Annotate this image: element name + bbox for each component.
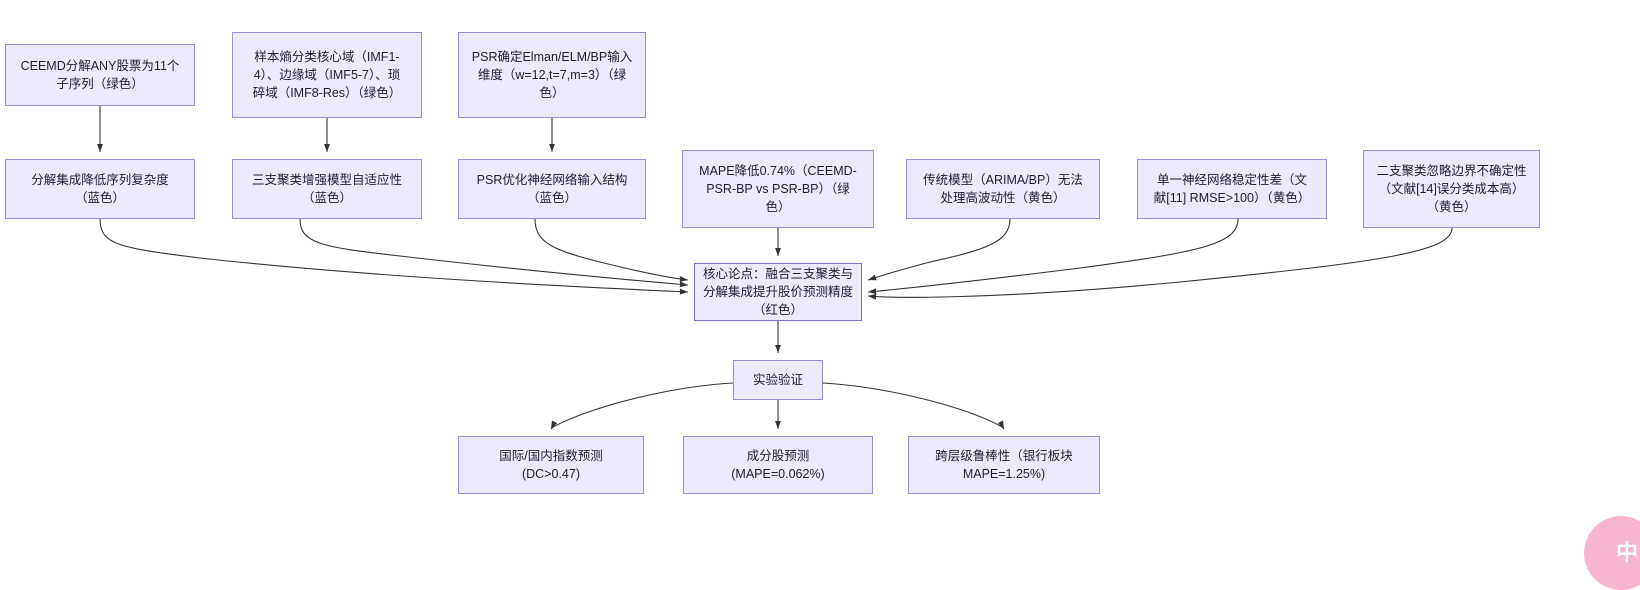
flowchart-edges [97, 106, 1453, 430]
node-label: 样本熵分类核心域（IMF1- 4）、边缘域（IMF5-7）、琐 碎域（IMF8-… [252, 50, 402, 100]
node-label: PSR确定Elman/ELM/BP输入 维度（w=12,t=7,m=3）（绿 色… [471, 50, 633, 100]
node-n4[interactable]: 分解集成降低序列复杂度 （蓝色） [5, 159, 195, 219]
node-label: 二支聚类忽略边界不确定性 （文献[14]误分类成本高） （黄色） [1376, 164, 1527, 214]
node-label: 核心论点：融合三支聚类与 分解集成提升股价预测精度 （红色） [703, 267, 854, 317]
edge-n9-to-n11 [867, 218, 1239, 295]
edge-n5-to-n11 [299, 218, 689, 288]
node-n10[interactable]: 二支聚类忽略边界不确定性 （文献[14]误分类成本高） （黄色） [1363, 150, 1540, 228]
node-label: 国际/国内指数预测 (DC>0.47) [499, 449, 603, 481]
node-label: CEEMD分解ANY股票为11个 子序列（绿色） [20, 59, 180, 91]
node-n5[interactable]: 三支聚类增强模型自适应性 （蓝色） [232, 159, 422, 219]
flowchart-canvas: CEEMD分解ANY股票为11个 子序列（绿色） 样本熵分类核心域（IMF1- 4… [5, 32, 1640, 590]
node-label: 实验验证 [752, 373, 803, 387]
node-label: 跨层级鲁棒性（银行板块 MAPE=1.25%) [935, 449, 1073, 481]
node-label: 单一神经网络稳定性差（文 献[11] RMSE>100）（黄色） [1153, 173, 1311, 205]
node-n2[interactable]: 样本熵分类核心域（IMF1- 4）、边缘域（IMF5-7）、琐 碎域（IMF8-… [232, 32, 422, 118]
edge-n10-to-n11 [867, 227, 1453, 300]
node-label: PSR优化神经网络输入结构 （蓝色） [476, 173, 628, 205]
node-label: 分解集成降低序列复杂度 （蓝色） [31, 173, 169, 205]
edge-n6-to-n11 [534, 218, 689, 283]
node-label: 传统模型（ARIMA/BP）无法 处理高波动性（黄色） [923, 173, 1083, 205]
edge-n4-to-n11 [99, 218, 689, 295]
node-n12[interactable]: 实验验证 [733, 360, 823, 400]
node-n9[interactable]: 单一神经网络稳定性差（文 献[11] RMSE>100）（黄色） [1137, 159, 1327, 219]
watermark-label: 中 [1615, 540, 1638, 565]
node-label: MAPE降低0.74%（CEEMD- PSR-BP vs PSR-BP）（绿 色… [699, 164, 857, 214]
node-n15[interactable]: 跨层级鲁棒性（银行板块 MAPE=1.25%) [908, 436, 1100, 494]
node-label: 三支聚类增强模型自适应性 （蓝色） [251, 173, 402, 205]
node-n13[interactable]: 国际/国内指数预测 (DC>0.47) [458, 436, 644, 494]
node-n11[interactable]: 核心论点：融合三支聚类与 分解集成提升股价预测精度 （红色） [694, 263, 862, 321]
edge-n12-to-n15 [822, 382, 1005, 430]
node-n3[interactable]: PSR确定Elman/ELM/BP输入 维度（w=12,t=7,m=3）（绿 色… [458, 32, 646, 118]
node-n6[interactable]: PSR优化神经网络输入结构 （蓝色） [458, 159, 646, 219]
node-n8[interactable]: 传统模型（ARIMA/BP）无法 处理高波动性（黄色） [906, 159, 1100, 219]
node-n1[interactable]: CEEMD分解ANY股票为11个 子序列（绿色） [5, 44, 195, 106]
edge-n12-to-n13 [550, 382, 734, 430]
node-n7[interactable]: MAPE降低0.74%（CEEMD- PSR-BP vs PSR-BP）（绿 色… [682, 150, 874, 228]
edge-n8-to-n11 [867, 218, 1011, 281]
node-n14[interactable]: 成分股预测 (MAPE=0.062%) [683, 436, 873, 494]
node-label: 成分股预测 (MAPE=0.062%) [731, 449, 825, 481]
